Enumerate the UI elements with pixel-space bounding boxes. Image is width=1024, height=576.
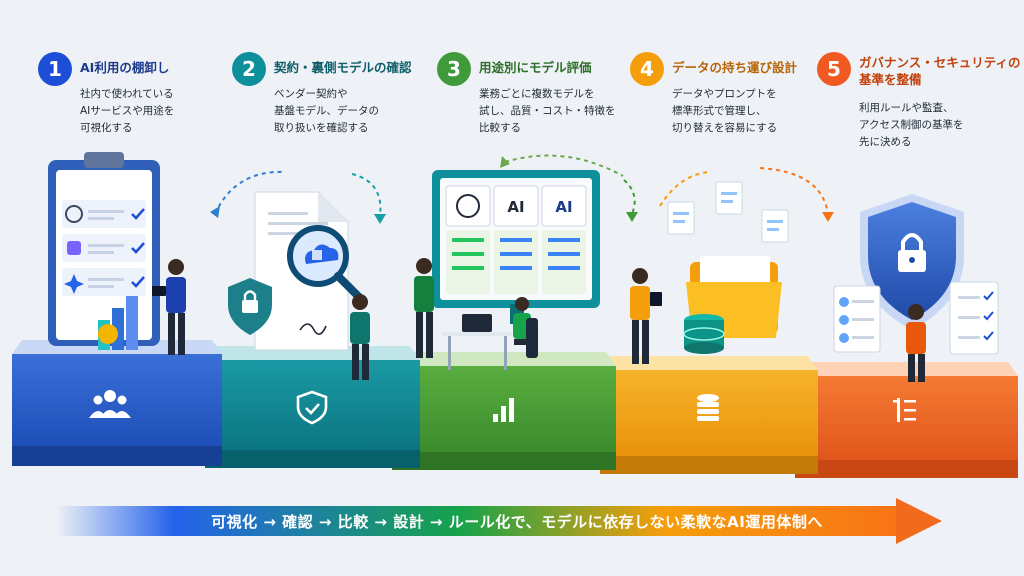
flow-arrow-1: [214, 170, 286, 215]
step-2-desc: ベンダー契約や 基盤モデル、データの 取り扱いを確認する: [274, 86, 379, 137]
flow-arrow-4: [659, 171, 711, 207]
step-2-desc-line: ベンダー契約や: [274, 88, 348, 100]
step-2-title: 契約・裏側モデルの確認: [274, 60, 412, 75]
step-1-desc: 社内で使われている AIサービスや用途を 可視化する: [80, 86, 174, 137]
step-5-desc-line: 利用ルールや監査、: [859, 102, 954, 114]
bar-chart-icon: [493, 398, 514, 422]
access-list-card: [833, 285, 881, 353]
bar-chart-graphic: [98, 296, 138, 350]
arrow-head: [626, 212, 638, 222]
step-1-number: 1: [38, 52, 72, 86]
ai-card-label: AI: [507, 198, 524, 216]
step-4-desc-line: 標準形式で管理し、: [672, 105, 767, 117]
person-3-standing: [414, 258, 434, 358]
step-3-desc-line: 業務ごとに複数モデルを: [479, 88, 595, 100]
flow-arrow-2: [351, 173, 382, 217]
flow-arrow-3: [504, 154, 624, 177]
arrow-head: [210, 206, 220, 218]
summary-banner-text: 可視化 → 確認 → 比較 → 設計 → ルール化で、モデルに依存しない柔軟なA…: [211, 512, 823, 531]
step-5-desc: 利用ルールや監査、 アクセス制御の基準を 先に決める: [859, 100, 963, 151]
step-1-desc-line: AIサービスや用途を: [80, 105, 175, 117]
step-1-desc-line: 社内で使われている: [80, 88, 174, 100]
step-3-desc-line: 比較する: [479, 122, 521, 134]
lock-shield-icon: [228, 278, 272, 335]
step-5-number: 5: [817, 52, 851, 86]
arrow-head: [822, 212, 834, 222]
model-comparison-monitor: [432, 170, 600, 324]
step-5-title: ガバナンス・セキュリティの 基準を整備: [859, 54, 1021, 88]
database-icon: [697, 394, 719, 421]
step-2-desc-line: 基盤モデル、データの: [274, 105, 379, 117]
step-5-desc-line: アクセス制御の基準を: [859, 119, 964, 131]
person-4: [630, 268, 662, 364]
step-4-desc-line: データやプロンプトを: [672, 88, 777, 100]
flow-arrow-3b: [623, 179, 636, 215]
desk-with-laptop: [442, 314, 512, 370]
platform-4: [600, 356, 818, 474]
step-1-desc-line: 可視化する: [80, 122, 133, 134]
step-3-desc: 業務ごとに複数モデルを 試し、品質・コスト・特徴を 比較する: [479, 86, 616, 137]
platform-1: [12, 340, 222, 466]
banner-arrow-head: [896, 498, 942, 544]
step-5-title-line: 基準を整備: [859, 72, 922, 87]
step-3-title: 用途別にモデル評価: [479, 60, 592, 75]
security-shield: [860, 194, 964, 330]
step-5-desc-line: 先に決める: [859, 136, 912, 148]
step-4-desc: データやプロンプトを 標準形式で管理し、 切り替えを容易にする: [672, 86, 777, 137]
person-5: [906, 304, 926, 382]
audit-checklist-card: [949, 281, 999, 355]
people-icon: [89, 390, 131, 418]
clipboard-illustration: [48, 152, 160, 346]
step-4-title: データの持ち運び設計: [672, 60, 798, 75]
step-3-desc-line: 試し、品質・コスト・特徴を: [479, 105, 616, 117]
person-1: [152, 259, 186, 355]
database-cylinder: [683, 314, 725, 354]
platform-2: [205, 346, 420, 468]
step-2-number: 2: [232, 52, 266, 86]
step-5-title-line: ガバナンス・セキュリティの: [859, 55, 1021, 70]
magnifier-icon: [287, 225, 364, 302]
step-3-number: 3: [437, 52, 471, 86]
data-files: [667, 181, 789, 243]
step-1-title: AI利用の棚卸し: [80, 60, 170, 75]
person-2: [350, 294, 370, 380]
person-3-seated: [513, 297, 538, 358]
flow-arrow-5: [759, 167, 829, 215]
step-2-desc-line: 取り扱いを確認する: [274, 122, 369, 134]
step-4-desc-line: 切り替えを容易にする: [672, 122, 778, 134]
arrow-head: [500, 156, 510, 168]
arrow-head: [374, 214, 386, 224]
checklist-icon: [893, 398, 916, 422]
summary-banner: 可視化 → 確認 → 比較 → 設計 → ルール化で、モデルに依存しない柔軟なA…: [56, 506, 898, 536]
step-4-number: 4: [630, 52, 664, 86]
ai-card-label: AI: [555, 198, 572, 216]
shield-check-icon: [296, 390, 328, 425]
